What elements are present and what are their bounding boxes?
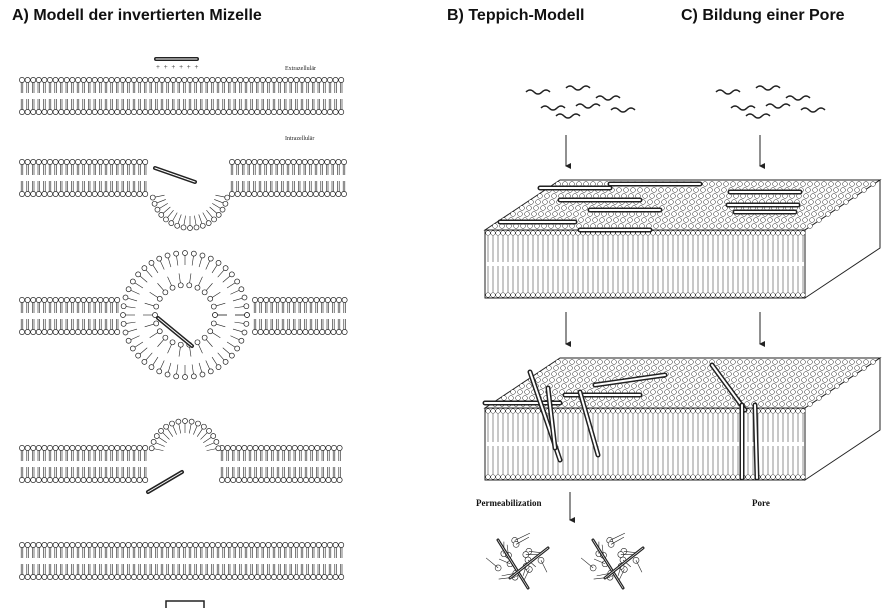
membrane-slab-top (485, 180, 880, 298)
peptide-step-5 (166, 601, 204, 608)
micelle-debris-left (486, 533, 548, 588)
peptide-cluster-b (526, 86, 635, 118)
bilayer-step-1 (19, 77, 343, 114)
micelle-debris-right (581, 533, 643, 588)
peptide-cluster-c (716, 86, 825, 118)
bilayer-step-4-right (219, 445, 342, 482)
bilayer-step-3-left (19, 297, 119, 334)
bilayer-step-4-left (19, 445, 147, 482)
panel-a-diagram (19, 59, 347, 608)
bilayer-step-2-left (19, 159, 147, 196)
panel-bc-diagram (485, 86, 880, 588)
bilayer-step-5 (19, 542, 343, 579)
bilayer-step-3-right (252, 297, 347, 334)
bilayer-step-2-right (229, 159, 346, 196)
